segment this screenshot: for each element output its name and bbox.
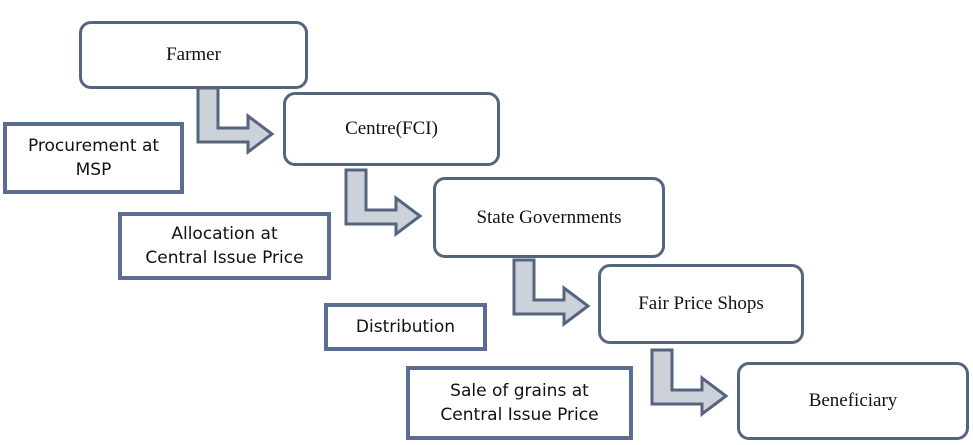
edge-label-line1: Sale of grains at <box>450 381 589 401</box>
edge-label-allocation: Allocation at Central Issue Price <box>118 212 331 280</box>
edge-label-distribution: Distribution <box>324 303 487 351</box>
edge-label-line1: Allocation at <box>171 224 278 244</box>
bent-arrow-icon <box>344 168 423 237</box>
edge-label-sale-of-grains: Sale of grains at Central Issue Price <box>406 366 633 440</box>
node-state-governments: State Governments <box>433 177 665 258</box>
bent-arrow-icon <box>196 86 275 155</box>
node-fair-price-shops: Fair Price Shops <box>598 264 804 344</box>
edge-label-line1: Procurement at <box>27 136 160 156</box>
node-label: Beneficiary <box>808 390 898 411</box>
edge-label-line2: Central Issue Price <box>440 405 599 425</box>
edge-label-procurement: Procurement at MSP <box>3 122 184 194</box>
edge-label-line2: Central Issue Price <box>145 248 304 268</box>
bent-arrow-icon <box>650 348 729 417</box>
edge-label-line1: Distribution <box>355 317 456 337</box>
node-beneficiary: Beneficiary <box>737 362 969 440</box>
node-farmer: Farmer <box>79 21 308 89</box>
edge-label-line2: MSP <box>75 160 112 180</box>
node-label: Farmer <box>166 44 221 65</box>
node-centre-fci: Centre(FCI) <box>283 92 500 166</box>
node-label: State Governments <box>476 206 622 228</box>
bent-arrow-icon <box>512 258 591 327</box>
node-label: Fair Price Shops <box>638 293 764 314</box>
node-label: Centre(FCI) <box>345 118 438 139</box>
